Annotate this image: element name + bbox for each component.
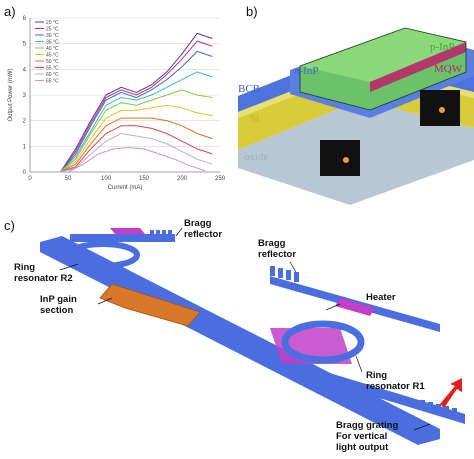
chart-legend: 20 °C25 °C30 °C35 °C40 °C45 °C50 °C55 °C… (35, 20, 59, 84)
ring-r2 (66, 241, 140, 269)
label-oxide: oxide (244, 151, 269, 163)
legend-entry: 55 °C (46, 65, 59, 71)
light-output-arrow (440, 378, 462, 408)
legend-entry: 35 °C (46, 39, 59, 45)
label-inp-gain-1: InP gain (40, 294, 77, 305)
bragg-reflector-right (270, 266, 299, 282)
label-bragg-grating-3: light output (336, 442, 389, 453)
y-tick-label: 1 (23, 144, 27, 150)
label-bragg-reflector-right-1: Bragg (258, 238, 286, 249)
series-line (60, 104, 213, 173)
series-line (60, 117, 213, 173)
label-si: Si (250, 113, 259, 125)
ring-r1 (281, 320, 365, 364)
bragg-grating (420, 400, 457, 418)
x-tick-label: 150 (139, 176, 150, 182)
p-inp-top (300, 28, 466, 82)
label-mqw: MQW (434, 63, 463, 75)
x-tick-label: 50 (65, 176, 72, 182)
inp-gain-section (99, 283, 201, 327)
legend-entry: 50 °C (46, 59, 59, 65)
photonic-circuit-illustration: Bragg reflector Bragg reflector Heater R… (14, 218, 465, 453)
label-bragg-reflector-right-2: reflector (258, 249, 296, 260)
x-tick-label: 200 (177, 176, 188, 182)
label-bragg-grating-2: For vertical (336, 431, 387, 442)
legend-entry: 65 °C (46, 78, 59, 84)
legend-entry: 60 °C (46, 72, 59, 78)
x-tick-label: 0 (28, 176, 32, 182)
x-axis-label: Current (mA) (108, 185, 143, 191)
heater-right (335, 298, 375, 316)
label-inp-gain-2: section (40, 305, 73, 316)
mode-image-left (320, 140, 360, 176)
label-bragg-reflector-top-1: Bragg (184, 218, 212, 229)
series-line (60, 132, 213, 173)
series-line (59, 40, 213, 173)
y-tick-label: 4 (23, 67, 27, 73)
main-waveguide (40, 236, 440, 445)
y-tick-label: 6 (23, 16, 27, 22)
legend-entry: 40 °C (46, 46, 59, 52)
y-axis-label: Output Power (mW) (8, 68, 14, 121)
label-heater: Heater (366, 292, 396, 303)
top-waveguide (70, 234, 175, 242)
panel-label-b: b) (246, 4, 258, 19)
label-ring-r1-1: Ring (366, 370, 387, 381)
legend-entry: 25 °C (46, 26, 59, 32)
series-line (59, 32, 213, 173)
y-tick-label: 2 (23, 119, 27, 125)
series-line (60, 50, 213, 173)
label-ring-r2-1: Ring (14, 262, 35, 273)
heater-top (110, 228, 145, 234)
y-tick-label: 5 (23, 42, 27, 48)
chart-series (59, 32, 213, 173)
series-line (60, 71, 213, 173)
label-n-inp: n-InP (294, 65, 318, 77)
label-p-inp: p-InP (430, 41, 454, 53)
label-bragg-reflector-top-2: reflector (184, 229, 222, 240)
panel-label-a: a) (4, 4, 16, 19)
y-tick-label: 0 (23, 170, 27, 176)
legend-entry: 45 °C (46, 52, 59, 58)
device-3d-illustration: p-InP n-InP MQW BCB Si oxide (238, 27, 474, 205)
bragg-reflector-top (150, 230, 172, 234)
label-ring-r2-2: resonator R2 (14, 273, 73, 284)
series-line (60, 125, 213, 173)
mqw-layer (370, 42, 466, 92)
legend-entry: 30 °C (46, 33, 59, 39)
x-tick-label: 250 (215, 176, 226, 182)
panel-label-c: c) (4, 218, 15, 233)
series-line (67, 147, 205, 173)
label-ring-r1-2: resonator R1 (366, 381, 425, 392)
legend-entry: 20 °C (46, 20, 59, 26)
label-bcb: BCB (238, 83, 260, 95)
x-tick-label: 100 (101, 176, 112, 182)
y-tick-label: 3 (23, 93, 27, 99)
label-bragg-grating-1: Bragg grating (336, 420, 398, 431)
series-line (60, 89, 213, 173)
